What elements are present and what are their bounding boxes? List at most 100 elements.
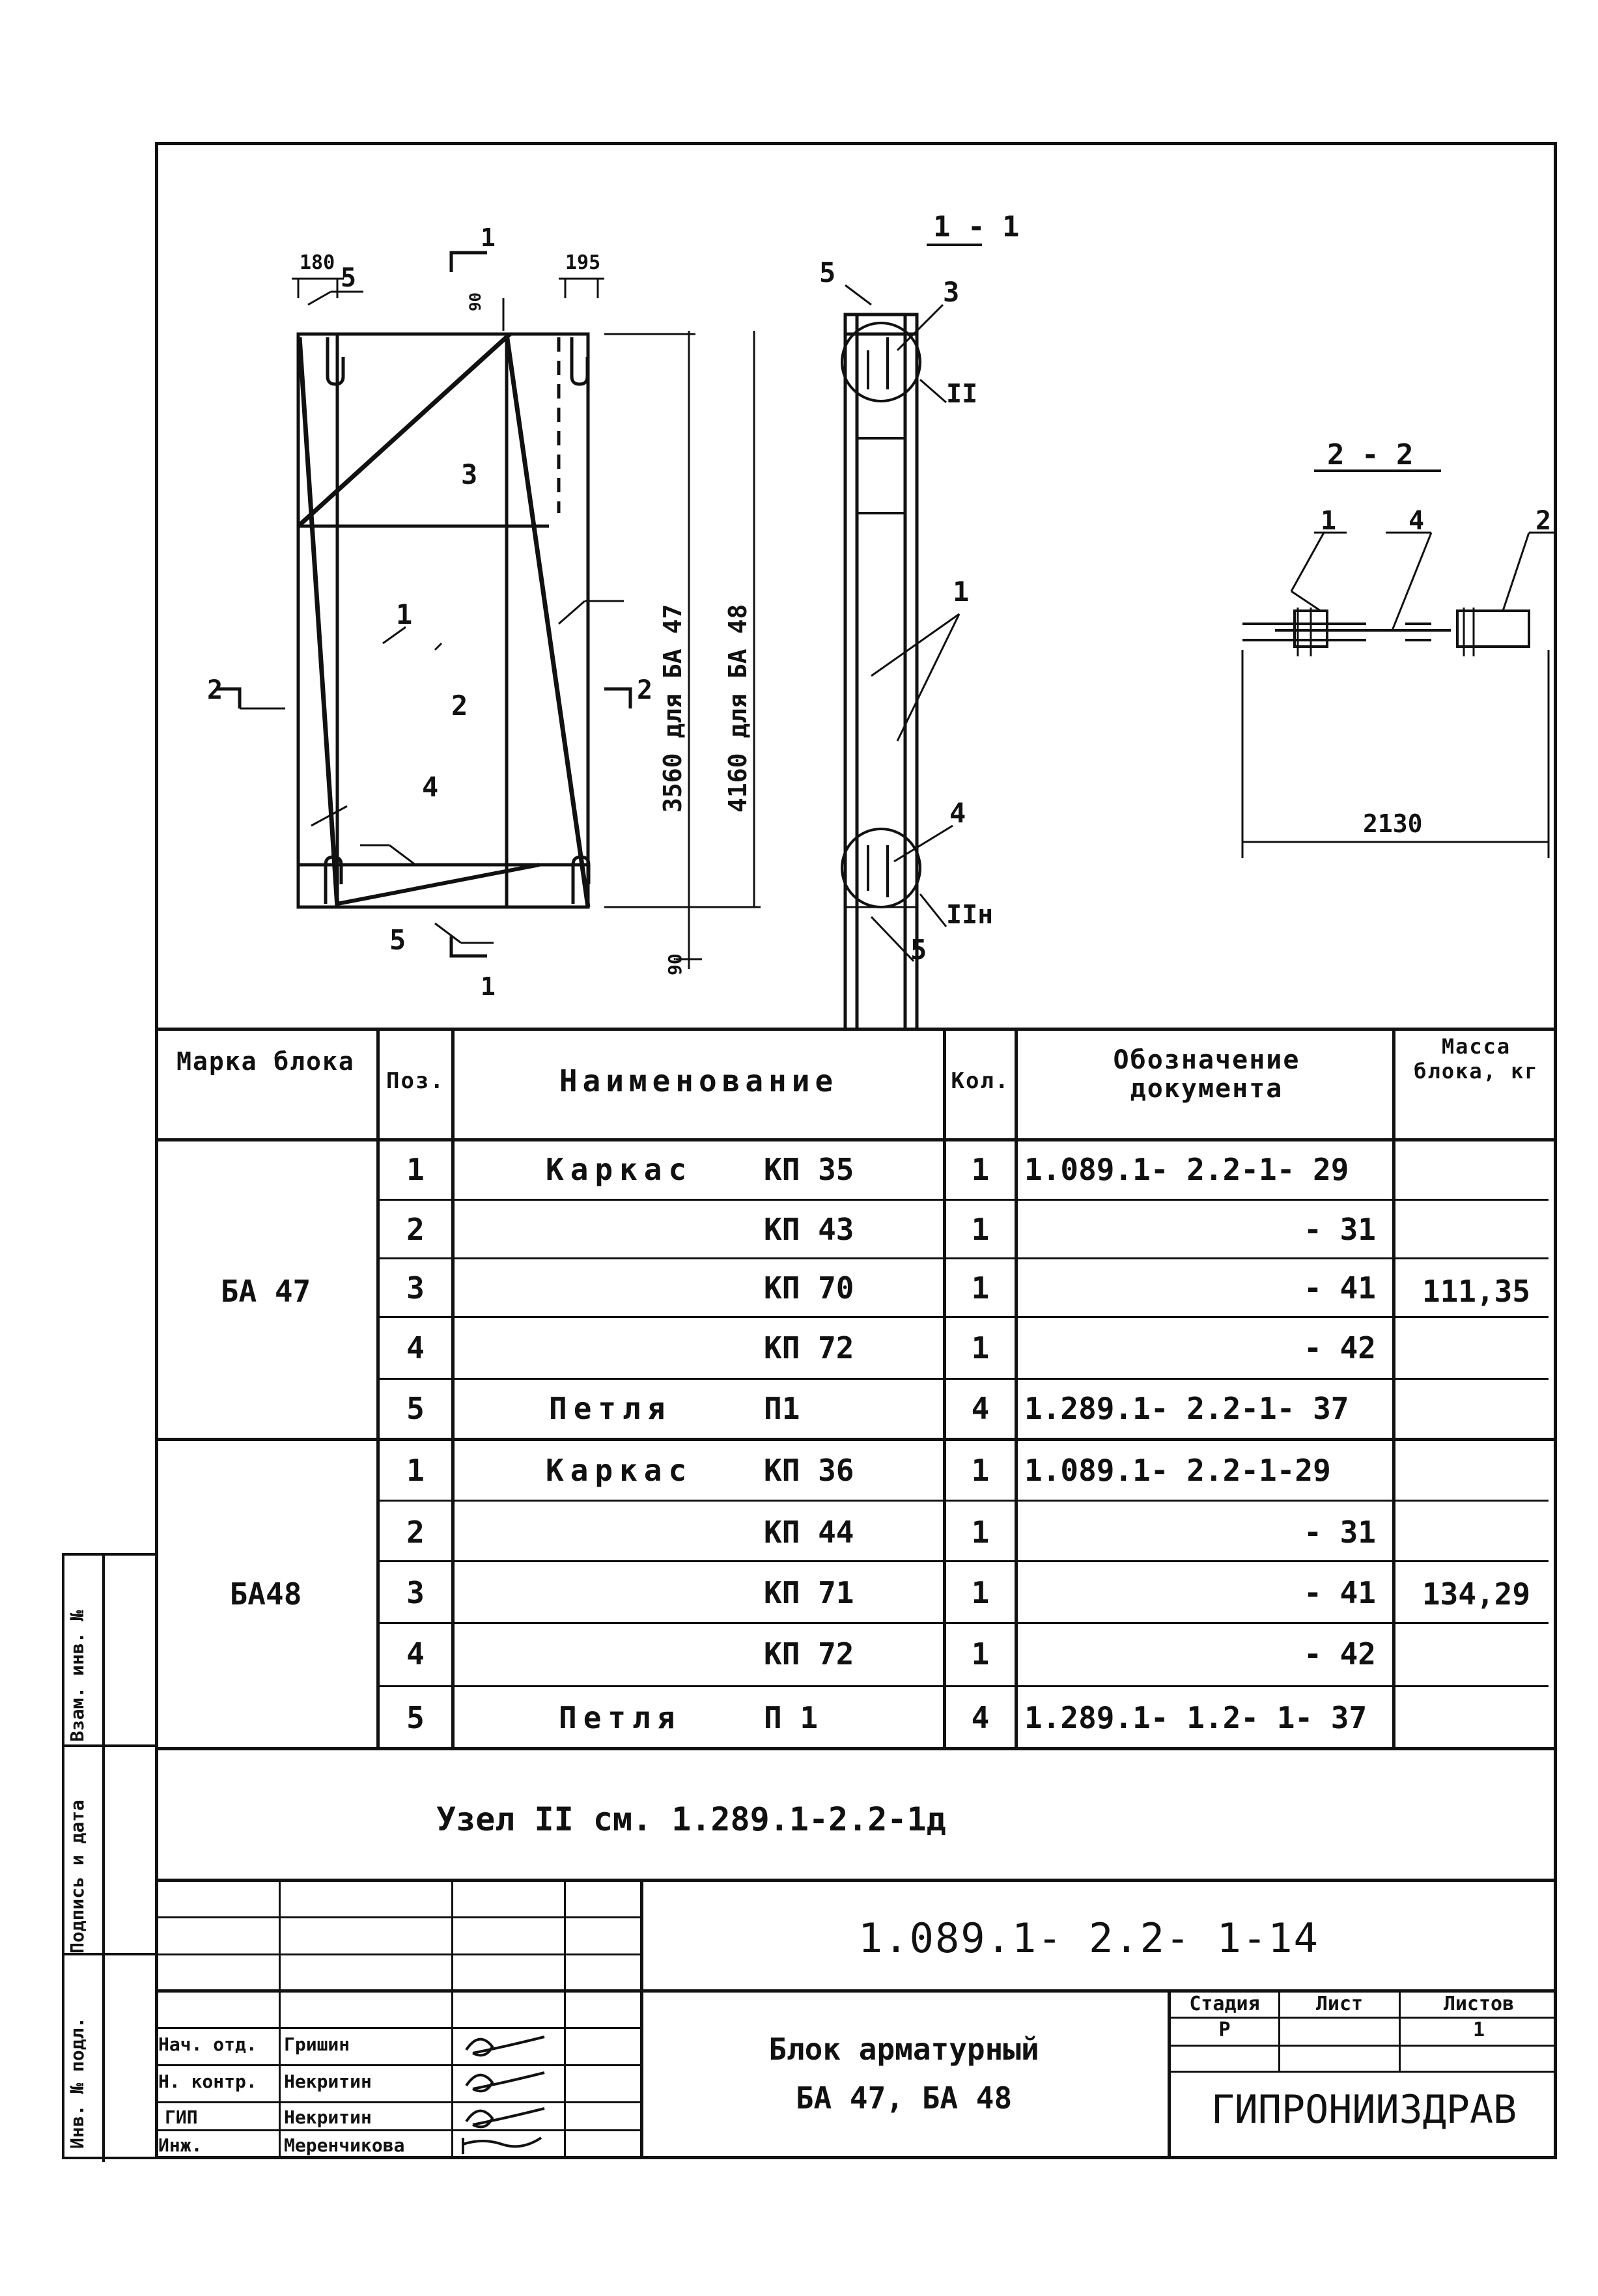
g1r1-code: КП 35 bbox=[764, 1152, 854, 1187]
section-1-1-label-3: 3 bbox=[943, 276, 959, 308]
g2r3-qty: 1 bbox=[971, 1575, 990, 1610]
section-2-2-label-4: 4 bbox=[1409, 506, 1424, 536]
g1r3-pos: 3 bbox=[406, 1270, 425, 1306]
section-2-2-label-2: 2 bbox=[1535, 506, 1551, 536]
sheets-value: 1 bbox=[1472, 2019, 1485, 2041]
name-3: Некритин bbox=[284, 2107, 372, 2128]
g1r1-name: Каркас bbox=[546, 1152, 694, 1187]
g1r5-name: Петля bbox=[549, 1391, 672, 1426]
g2r4-code: КП 72 bbox=[764, 1636, 854, 1672]
g2r2-doc: - 31 bbox=[1304, 1515, 1376, 1550]
section-1-1-label-5: 5 bbox=[819, 257, 835, 288]
section-1-1-title: 1 - 1 bbox=[933, 210, 1019, 244]
signatures bbox=[462, 2036, 545, 2154]
g1r1-qty: 1 bbox=[971, 1152, 990, 1187]
section-1-1-label-1: 1 bbox=[953, 576, 969, 608]
label-3: 3 bbox=[461, 458, 477, 490]
title-block: Нач. отд. Гришин Н. контр. Некритин ГИП … bbox=[155, 1879, 1557, 2159]
label-5-bottom: 5 bbox=[389, 924, 406, 956]
g2r1-qty: 1 bbox=[971, 1453, 990, 1488]
g1r4-code: КП 72 bbox=[764, 1330, 854, 1365]
g2r5-pos: 5 bbox=[406, 1700, 425, 1735]
g1r5-pos: 5 bbox=[406, 1391, 425, 1426]
g2r4-qty: 1 bbox=[971, 1636, 990, 1672]
group1-mass: 111,35 bbox=[1422, 1274, 1531, 1309]
dim-4160: 4160 для БА 48 bbox=[723, 604, 752, 813]
label-4: 4 bbox=[422, 771, 438, 803]
g2r5-code: П 1 bbox=[764, 1700, 819, 1735]
g1r1-doc: 1.089.1- 2.2-1- 29 bbox=[1024, 1152, 1349, 1187]
header-qty: Кол. bbox=[951, 1068, 1010, 1094]
dim-90-bottom: 90 bbox=[664, 953, 686, 975]
g2r1-pos: 1 bbox=[406, 1453, 425, 1488]
g2r5-name: Петля bbox=[559, 1700, 682, 1735]
header-name: Наименование bbox=[559, 1063, 839, 1099]
g2r5-qty: 4 bbox=[971, 1700, 990, 1735]
dim-180: 180 bbox=[300, 251, 335, 274]
g2r3-doc: - 41 bbox=[1304, 1575, 1376, 1610]
sheet-frame bbox=[155, 142, 1557, 2159]
g1r4-pos: 4 bbox=[406, 1330, 425, 1365]
g2r1-doc: 1.089.1- 2.2-1-29 bbox=[1024, 1453, 1331, 1488]
spec-table: Марка блока Поз. Наименование Кол. Обозн… bbox=[155, 1028, 1557, 1750]
stage-label: Стадия bbox=[1189, 1993, 1260, 2015]
section-1-1-outline bbox=[843, 313, 919, 1028]
role-4: Инж. bbox=[158, 2135, 203, 2156]
title-line-2: БА 47, БА 48 bbox=[795, 2080, 1013, 2116]
name-1: Гришин bbox=[284, 2034, 350, 2055]
g1r2-pos: 2 bbox=[406, 1212, 425, 1247]
role-3: ГИП bbox=[165, 2107, 198, 2128]
cut-1-top: 1 bbox=[481, 223, 496, 252]
g2r1-name: Каркас bbox=[546, 1453, 694, 1488]
dim-195: 195 bbox=[565, 251, 600, 274]
node-bottom-label: IIн bbox=[946, 900, 993, 930]
title-line-1: Блок арматурный bbox=[768, 2032, 1039, 2067]
section-2-2-title: 2 - 2 bbox=[1327, 438, 1413, 471]
group1-mark: БА 47 bbox=[220, 1274, 311, 1309]
node-top-label: II bbox=[946, 379, 977, 409]
g1r3-qty: 1 bbox=[971, 1270, 990, 1306]
role-2: Н. контр. bbox=[158, 2071, 257, 2092]
g1r2-qty: 1 bbox=[971, 1212, 990, 1247]
sheets-label: Листов bbox=[1443, 1993, 1515, 2015]
organization: ГИПРОНИИЗДРАВ bbox=[1211, 2087, 1517, 2133]
role-1: Нач. отд. bbox=[158, 2034, 257, 2055]
g1r5-code: П1 bbox=[764, 1391, 800, 1426]
header-mark: Марка блока bbox=[176, 1047, 355, 1076]
g2r3-code: КП 71 bbox=[764, 1575, 854, 1610]
label-2: 2 bbox=[451, 690, 468, 721]
side-inv-orig: Инв. № подл. bbox=[66, 2017, 88, 2149]
g2r1-code: КП 36 bbox=[764, 1453, 854, 1488]
cut-2-left: 2 bbox=[207, 675, 223, 705]
cut-2-right: 2 bbox=[637, 675, 652, 705]
g1r2-doc: - 31 bbox=[1304, 1212, 1376, 1247]
dim-3560: 3560 для БА 47 bbox=[658, 604, 687, 813]
note-text: Узел II см. 1.289.1-2.2-1д bbox=[436, 1800, 946, 1838]
name-2: Некритин bbox=[284, 2071, 372, 2092]
g2r2-pos: 2 bbox=[406, 1515, 425, 1550]
g2r3-pos: 3 bbox=[406, 1575, 425, 1610]
name-4: Меренчикова bbox=[284, 2135, 405, 2156]
doc-number: 1.089.1- 2.2- 1-14 bbox=[858, 1914, 1319, 1962]
side-inv-replace: Взам. инв. № bbox=[66, 1610, 88, 1742]
g1r3-doc: - 41 bbox=[1304, 1270, 1376, 1306]
g1r2-code: КП 43 bbox=[764, 1212, 854, 1247]
label-5-top: 5 bbox=[341, 263, 356, 293]
sheet-label: Лист bbox=[1315, 1993, 1364, 2015]
side-stamp bbox=[62, 1553, 158, 2162]
header-doc: Обозначение документа bbox=[1113, 1045, 1300, 1104]
dim-2130: 2130 bbox=[1363, 809, 1423, 838]
section-2-2-label-1: 1 bbox=[1321, 506, 1336, 536]
g1r3-code: КП 70 bbox=[764, 1270, 854, 1306]
label-1: 1 bbox=[396, 598, 412, 630]
g1r4-qty: 1 bbox=[971, 1330, 990, 1365]
g2r5-doc: 1.289.1- 1.2- 1- 37 bbox=[1024, 1700, 1367, 1735]
g2r2-code: КП 44 bbox=[764, 1515, 854, 1550]
g1r5-qty: 4 bbox=[971, 1391, 990, 1426]
dim-90-top: 90 bbox=[466, 292, 484, 311]
drawing-area: 180 195 5 1 90 3 1 2 2 2 4 5 1 90 3560 д… bbox=[207, 210, 1557, 1028]
section-1-1-label-5b: 5 bbox=[910, 934, 927, 966]
stage-value: Р bbox=[1218, 2019, 1231, 2041]
g2r4-pos: 4 bbox=[406, 1636, 425, 1672]
g1r1-pos: 1 bbox=[406, 1152, 425, 1187]
